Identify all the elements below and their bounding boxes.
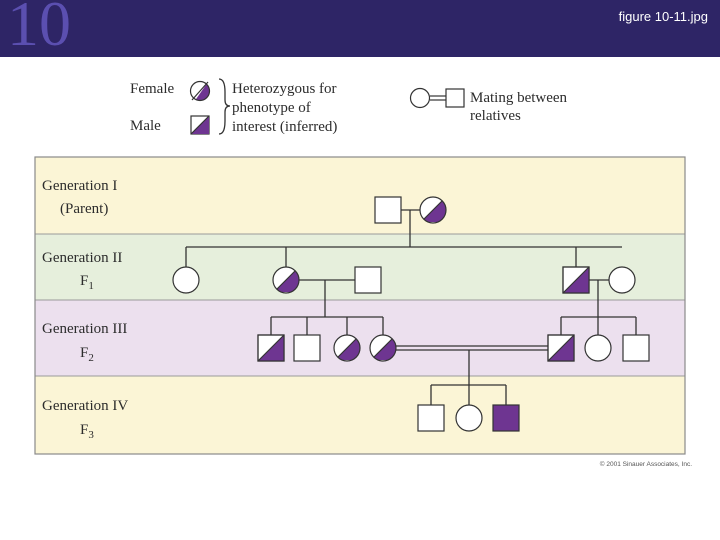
gen2-male-spouse-unaffected <box>354 266 382 294</box>
gen4-male-affected <box>492 404 520 432</box>
legend-male-heterozygous-icon <box>190 115 210 135</box>
pedigree-lines <box>185 209 637 405</box>
generation-3-sub: F2 <box>80 345 94 364</box>
pedigree-figure: Female Male Heterozygous for phenotype o… <box>0 57 720 477</box>
legend: Female Male Heterozygous for phenotype o… <box>130 78 568 135</box>
gen1-male-unaffected <box>374 196 402 224</box>
gen3-male-heterozygous-right <box>547 334 575 362</box>
gen3-male-unaffected-right <box>622 334 650 362</box>
gen1-female-heterozygous <box>419 196 447 224</box>
legend-heterozygous-line3: interest (inferred) <box>232 119 337 135</box>
band-generation-1 <box>35 157 685 234</box>
legend-female-heterozygous-icon <box>189 80 211 102</box>
gen2-female-heterozygous <box>272 266 300 294</box>
gen4-male-unaffected <box>417 404 445 432</box>
gen3-female-heterozygous-a <box>333 334 361 362</box>
generation-4-label: Generation IV <box>42 398 128 414</box>
generation-2-label: Generation II <box>42 250 122 266</box>
legend-brace <box>218 78 231 135</box>
band-generation-4 <box>35 376 685 454</box>
generation-4-sub: F3 <box>80 422 94 441</box>
band-generation-3 <box>35 300 685 376</box>
gen2-female-unaffected <box>172 266 200 294</box>
generation-3-label: Generation III <box>42 321 127 337</box>
gen2-female-spouse-unaffected <box>608 266 636 294</box>
legend-mating-line1: Mating between <box>470 90 568 106</box>
gen4-female-unaffected <box>455 404 483 432</box>
gen3-female-unaffected <box>584 334 612 362</box>
generation-labels: Generation I (Parent) Generation II F1 G… <box>42 178 128 441</box>
gen3-male-heterozygous-left <box>257 334 285 362</box>
generation-1-sub: (Parent) <box>60 201 108 217</box>
slide-number: 10 <box>7 0 71 59</box>
gen3-male-unaffected-left <box>293 334 321 362</box>
title-bar: 10 figure 10-11.jpg <box>0 0 720 57</box>
legend-heterozygous-line2: phenotype of <box>232 100 311 116</box>
generation-bands <box>34 156 686 455</box>
individuals <box>172 196 650 432</box>
generation-2-sub: F1 <box>80 273 94 292</box>
legend-mating-symbol <box>409 87 465 109</box>
legend-male-label: Male <box>130 118 161 134</box>
legend-heterozygous-line1: Heterozygous for <box>232 81 337 97</box>
legend-mating-line2: relatives <box>470 108 521 124</box>
legend-female-label: Female <box>130 81 174 97</box>
gen2-male-heterozygous <box>562 266 590 294</box>
figure-filename: figure 10-11.jpg <box>618 9 708 24</box>
generation-1-label: Generation I <box>42 178 117 194</box>
copyright-notice: © 2001 Sinauer Associates, Inc. <box>600 460 692 468</box>
pedigree-frame <box>34 156 686 455</box>
gen3-female-heterozygous-b <box>369 334 397 362</box>
